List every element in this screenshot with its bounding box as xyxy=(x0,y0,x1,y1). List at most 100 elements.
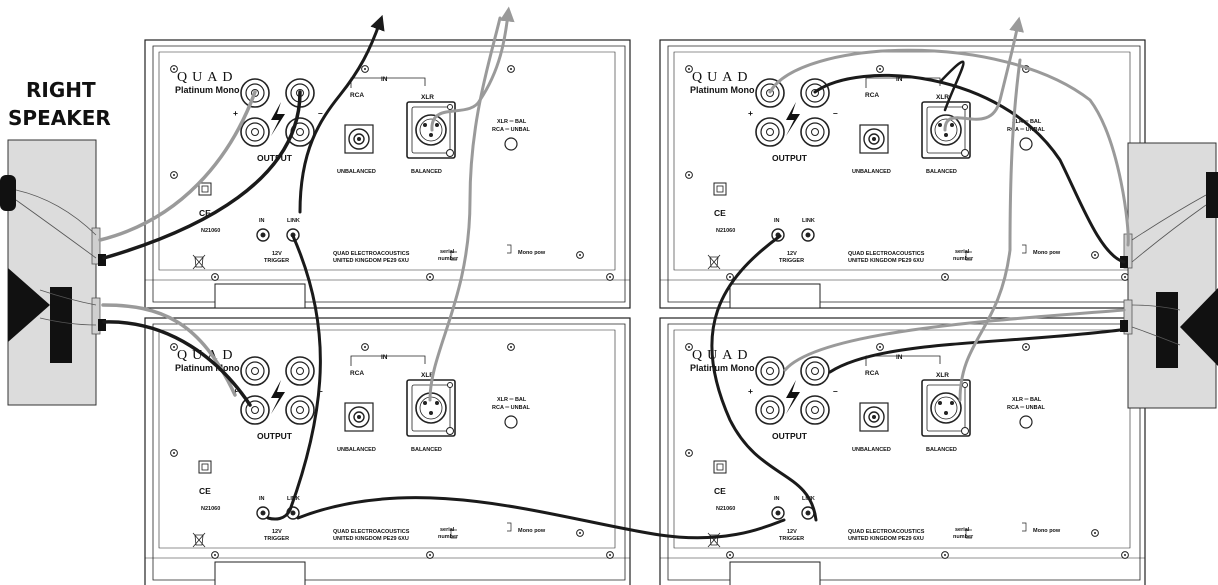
minus-label: – xyxy=(318,386,323,396)
unbalanced-label: UNBALANCED xyxy=(337,169,376,175)
plus-label: + xyxy=(748,108,753,118)
woofer-cone-icon xyxy=(1180,288,1218,366)
ce-label: CE xyxy=(199,208,211,218)
maker-line2: UNITED KINGDOM PE29 6XU xyxy=(333,258,409,264)
switch-unbal-label: RCA ═ UNBAL xyxy=(1007,127,1046,133)
model-label: Platinum Mono xyxy=(690,363,755,373)
title-line2: SPEAKER xyxy=(8,106,111,130)
cert-label: N21060 xyxy=(201,506,220,512)
balanced-label: BALANCED xyxy=(411,169,442,175)
xlr-label: XLR xyxy=(421,372,434,379)
serial-line2: number xyxy=(953,256,974,262)
maker-line1: QUAD ELECTROACOUSTICS xyxy=(848,251,925,257)
minus-label: – xyxy=(833,386,838,396)
maker-line1: QUAD ELECTROACOUSTICS xyxy=(333,529,410,535)
trigger-label: TRIGGER xyxy=(264,536,289,542)
serial-line2: number xyxy=(438,256,459,262)
serial-line1: serial xyxy=(955,527,970,533)
trigger-link-label: LINK xyxy=(802,218,815,224)
balanced-label: BALANCED xyxy=(926,447,957,453)
xlr-label: XLR xyxy=(936,94,949,101)
trigger-label: TRIGGER xyxy=(264,258,289,264)
in-label: IN xyxy=(896,76,903,83)
model-label: Platinum Mono xyxy=(175,363,240,373)
trigger-label: TRIGGER xyxy=(779,258,804,264)
trigger-in-label: IN xyxy=(774,218,780,224)
plus-label: + xyxy=(233,108,238,118)
mono-label: Mono pow xyxy=(518,528,546,534)
trigger-12v-label: 12V xyxy=(787,251,797,257)
trigger-12v-label: 12V xyxy=(272,251,282,257)
in-label: IN xyxy=(896,354,903,361)
maker-line2: UNITED KINGDOM PE29 6XU xyxy=(848,536,924,542)
rca-label: RCA xyxy=(350,92,364,99)
rca-label: RCA xyxy=(350,370,364,377)
maker-line2: UNITED KINGDOM PE29 6XU xyxy=(333,536,409,542)
tweeter-icon xyxy=(1206,172,1218,218)
maker-line1: QUAD ELECTROACOUSTICS xyxy=(333,251,410,257)
maker-line1: QUAD ELECTROACOUSTICS xyxy=(848,529,925,535)
brand-label: QUAD xyxy=(692,70,752,85)
tweeter-icon xyxy=(0,175,16,211)
model-label: Platinum Mono xyxy=(690,85,755,95)
plus-label: + xyxy=(748,386,753,396)
switch-unbal-label: RCA ═ UNBAL xyxy=(492,127,531,133)
woofer-magnet-icon xyxy=(1156,292,1178,368)
ce-label: CE xyxy=(714,208,726,218)
balanced-label: BALANCED xyxy=(926,169,957,175)
right-speaker xyxy=(0,139,106,406)
xlr-label: XLR xyxy=(936,372,949,379)
minus-label: – xyxy=(318,108,323,118)
cert-label: N21060 xyxy=(716,506,735,512)
output-label: OUTPUT xyxy=(257,431,293,441)
brand-label: QUAD xyxy=(177,70,237,85)
maker-line2: UNITED KINGDOM PE29 6XU xyxy=(848,258,924,264)
switch-bal-label: XLR ═ BAL xyxy=(1012,397,1042,403)
cables xyxy=(98,6,1130,540)
serial-line2: number xyxy=(438,534,459,540)
output-label: OUTPUT xyxy=(772,153,808,163)
output-label: OUTPUT xyxy=(772,431,808,441)
switch-unbal-label: RCA ═ UNBAL xyxy=(492,405,531,411)
rca-label: RCA xyxy=(865,92,879,99)
in-label: IN xyxy=(381,76,388,83)
serial-line1: serial xyxy=(440,249,455,255)
cert-label: N21060 xyxy=(201,228,220,234)
serial-line1: serial xyxy=(955,249,970,255)
trigger-12v-label: 12V xyxy=(787,529,797,535)
serial-line2: number xyxy=(953,534,974,540)
trigger-12v-label: 12V xyxy=(272,529,282,535)
unbalanced-label: UNBALANCED xyxy=(852,169,891,175)
output-label: OUTPUT xyxy=(257,153,293,163)
unbalanced-label: UNBALANCED xyxy=(852,447,891,453)
model-label: Platinum Mono xyxy=(175,85,240,95)
mono-label: Mono pow xyxy=(518,250,546,256)
woofer-cone-icon xyxy=(8,268,50,342)
mono-label: Mono pow xyxy=(1033,250,1061,256)
serial-line1: serial xyxy=(440,527,455,533)
mono-label: Mono pow xyxy=(1033,528,1061,534)
ce-label: CE xyxy=(714,486,726,496)
trigger-in-label: IN xyxy=(259,218,265,224)
left-speaker xyxy=(1120,142,1218,409)
plus-label: + xyxy=(233,386,238,396)
switch-bal-label: XLR ═ BAL xyxy=(497,397,527,403)
trigger-in-label: IN xyxy=(259,496,265,502)
trigger-in-label: IN xyxy=(774,496,780,502)
ce-label: CE xyxy=(199,486,211,496)
balanced-label: BALANCED xyxy=(411,447,442,453)
trigger-label: TRIGGER xyxy=(779,536,804,542)
brand-label: QUAD xyxy=(692,348,752,363)
unbalanced-label: UNBALANCED xyxy=(337,447,376,453)
switch-bal-label: XLR ═ BAL xyxy=(497,119,527,125)
woofer-magnet-icon xyxy=(50,287,72,363)
title-line1: RIGHT xyxy=(26,78,96,102)
minus-label: – xyxy=(833,108,838,118)
rca-label: RCA xyxy=(865,370,879,377)
cert-label: N21060 xyxy=(716,228,735,234)
switch-unbal-label: RCA ═ UNBAL xyxy=(1007,405,1046,411)
xlr-label: XLR xyxy=(421,94,434,101)
trigger-link-label: LINK xyxy=(287,218,300,224)
in-label: IN xyxy=(381,354,388,361)
